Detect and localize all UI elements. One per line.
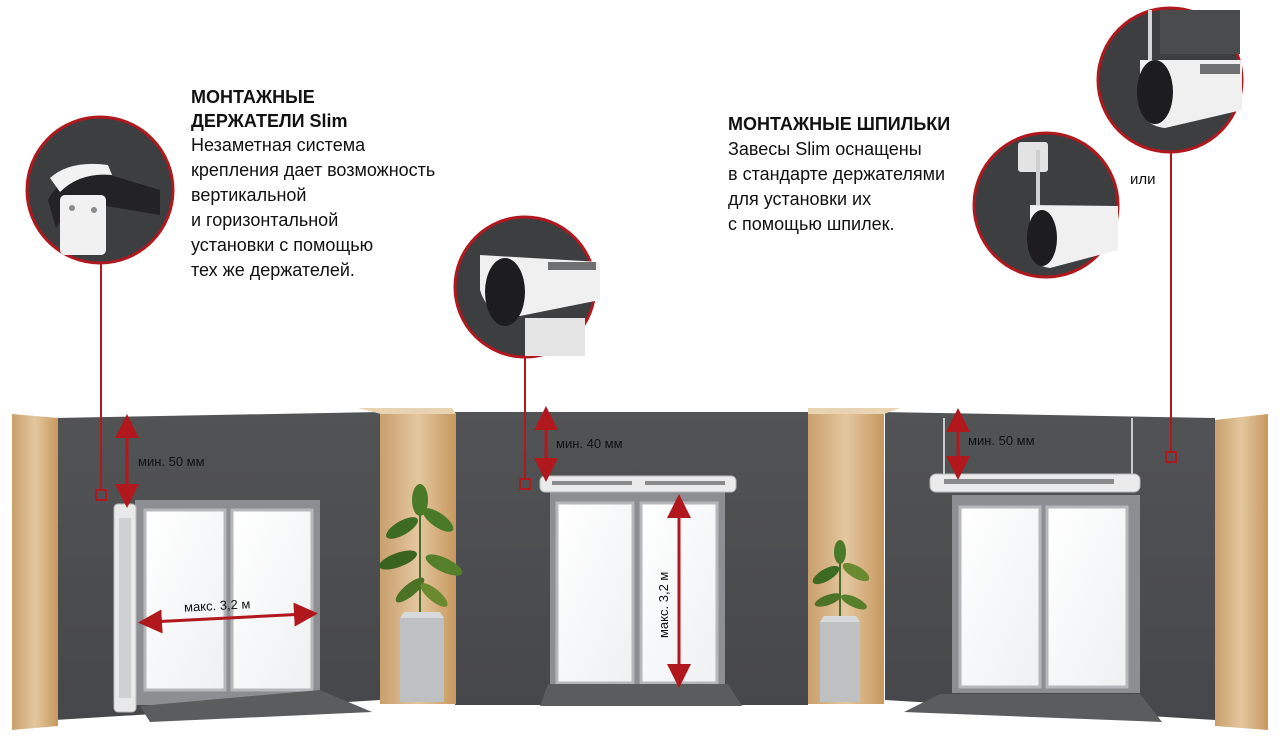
dim-label-middle-min: мин. 40 мм [556,436,623,451]
curtain-suspended [929,418,1141,493]
rods-desc-line-2: в стандарте держателями [728,164,946,184]
callout-leader-left [95,262,107,501]
detail-circle-rod-large [1096,6,1244,154]
rods-desc-line-1: Завесы Slim оснащены [728,139,922,159]
dim-arrow-left-max [138,602,318,634]
door-right [904,495,1162,722]
door-left [135,500,372,722]
detail-circle-middle [453,215,600,359]
callout-leader-right [1165,152,1177,463]
holders-desc-line-2: крепления дает возможность [191,160,436,180]
holders-desc-line-4: и горизонтальной [191,210,339,230]
callout-leader-middle [519,355,531,490]
holders-desc-line-3: вертикальной [191,185,307,205]
wood-pillar-far-left [12,414,58,730]
holders-desc-line-1: Незаметная система [191,135,366,155]
dim-label-middle-max: макс. 3,2 м [656,571,671,638]
holders-title-line1: МОНТАЖНЫЕ [191,87,315,107]
wood-pillar-far-right [1215,414,1268,730]
holders-desc-line-6: тех же держателей. [191,260,355,280]
curtain-horizontal [539,475,737,493]
rods-desc-line-3: для установки их [728,189,872,209]
detail-circle-rod-small [972,131,1120,279]
dim-label-right-min: мин. 50 мм [968,433,1035,448]
door-middle [540,490,742,706]
curtain-vertical [113,503,137,713]
or-label: или [1130,171,1156,188]
rods-desc-line-4: с помощью шпилек. [728,214,895,234]
detail-circle-holder [25,115,175,265]
holders-title-line2: ДЕРЖАТЕЛИ Slim [191,111,348,131]
plant-right [812,540,870,702]
dim-label-left-min: мин. 50 мм [138,454,205,469]
plant-left [379,484,463,702]
holders-desc-line-5: установки с помощью [191,235,374,255]
rods-title: МОНТАЖНЫЕ ШПИЛЬКИ [728,114,951,134]
